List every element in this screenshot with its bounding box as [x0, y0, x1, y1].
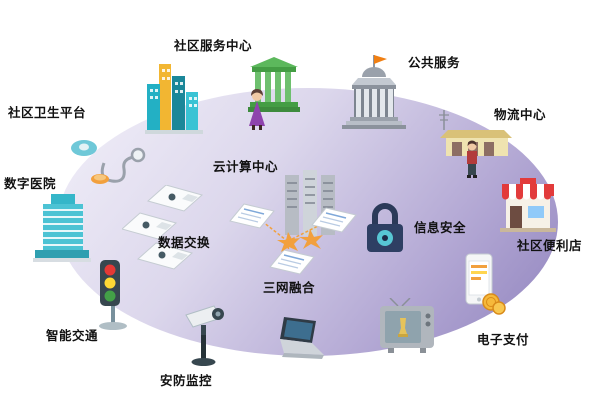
- traffic-light-icon: [92, 258, 134, 332]
- security-monitoring-label: 安防监控: [160, 374, 213, 388]
- logistics-center-label: 物流中心: [494, 108, 547, 122]
- tv-icon: [378, 297, 436, 356]
- electronic-payment-label: 电子支付: [477, 333, 530, 347]
- green-building-icon: [248, 55, 300, 113]
- cloud-computing-center-label: 云计算中心: [213, 160, 279, 174]
- bank-building-icon: [342, 53, 406, 131]
- public-services-label: 公共服务: [408, 56, 461, 70]
- data-exchange-label: 数据交换: [158, 236, 211, 250]
- information-security-label: 信息安全: [414, 221, 467, 235]
- receptionist-icon: [246, 88, 268, 130]
- triple-play-label: 三网融合: [263, 281, 316, 295]
- cctv-camera-icon: [180, 303, 230, 367]
- smartphone-coins-icon: [460, 252, 506, 316]
- documents-network-icon: [228, 202, 358, 276]
- laptop-icon: [270, 315, 328, 363]
- warehouse-icon: [436, 108, 514, 160]
- hospital-building-icon: [33, 192, 91, 262]
- community-convenience-store-label: 社区便利店: [517, 239, 583, 253]
- community-service-center-label: 社区服务中心: [174, 39, 253, 53]
- padlock-icon: [362, 198, 408, 256]
- intelligent-transportation-label: 智能交通: [46, 329, 99, 343]
- community-health-platform-label: 社区卫生平台: [8, 106, 87, 120]
- stethoscope-icon: [68, 135, 152, 189]
- digital-hospital-label: 数字医院: [4, 177, 57, 191]
- courier-icon: [462, 140, 482, 180]
- city-buildings-icon: [145, 58, 203, 136]
- storefront-icon: [500, 176, 556, 234]
